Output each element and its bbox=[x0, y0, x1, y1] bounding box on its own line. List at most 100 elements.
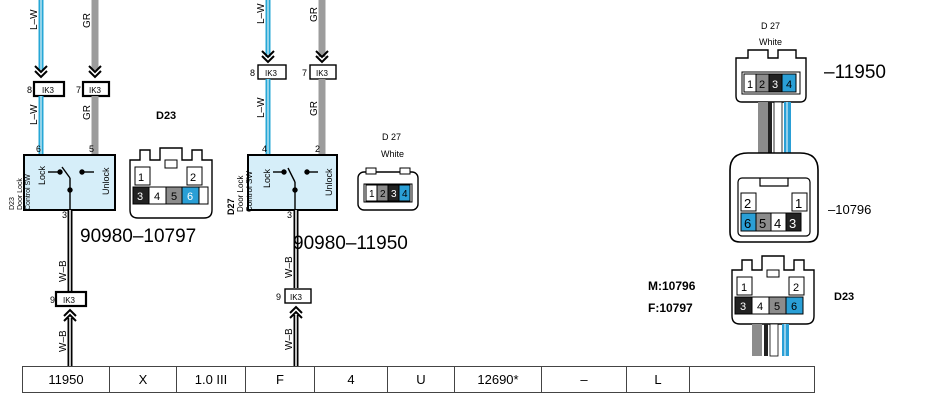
middle-chevron-gr-icon bbox=[315, 50, 329, 64]
left-wire-gr-label2: GR bbox=[82, 105, 93, 120]
middle-wire-gr-label: GR bbox=[309, 7, 320, 22]
middle-wire-wb2: W–B bbox=[284, 328, 295, 350]
left-chevron-lw-icon bbox=[34, 65, 48, 79]
middle-wire-gr-label2: GR bbox=[309, 101, 320, 116]
right-mid-pin4: 4 bbox=[774, 216, 781, 231]
right-wires-upper bbox=[758, 101, 791, 155]
middle-switch-lock: Lock bbox=[262, 168, 272, 188]
right-top-color: White bbox=[759, 37, 782, 47]
table-cell: – bbox=[541, 366, 627, 393]
left-switch-side: D23 Door Lock Control SW bbox=[9, 174, 32, 210]
table-cell: L bbox=[626, 366, 690, 393]
middle-connector-d27 bbox=[357, 167, 419, 211]
middle-ik3-a: IK3 bbox=[265, 69, 278, 78]
right-mid-pin2: 2 bbox=[744, 196, 751, 211]
left-wire-wb2: W–B bbox=[58, 330, 69, 352]
right-mid-pin3: 3 bbox=[789, 216, 796, 231]
table-cell: 12690* bbox=[454, 366, 542, 393]
right-bottom-title: D23 bbox=[834, 291, 854, 303]
left-wire-lw-label: L–W bbox=[29, 9, 40, 30]
right-top-connector bbox=[735, 49, 807, 103]
left-wire-gr-label: GR bbox=[82, 13, 93, 28]
left-pin6: 6 bbox=[36, 144, 41, 154]
right-mid-pin5: 5 bbox=[759, 216, 766, 231]
left-part-number: 90980–10797 bbox=[80, 226, 196, 247]
middle-circuit: L–W GR IK3 8 IK3 7 L–W GR 4 2 Lock Unloc… bbox=[226, 0, 419, 366]
left-pin9: 9 bbox=[50, 295, 55, 305]
middle-pin8: 8 bbox=[250, 68, 255, 78]
right-wires-lower bbox=[752, 323, 789, 357]
middle-pin7: 7 bbox=[302, 68, 307, 78]
middle-conn-pin2: 2 bbox=[380, 189, 386, 200]
left-switch-symbol bbox=[48, 166, 94, 210]
middle-wire-wb: W–B bbox=[284, 256, 295, 278]
right-mid-connector bbox=[729, 152, 819, 243]
middle-part-number: 90980–11950 bbox=[293, 233, 408, 254]
middle-wire-lw-label: L–W bbox=[256, 3, 267, 24]
left-wire-lw-label2: L–W bbox=[29, 104, 40, 125]
left-pin5: 5 bbox=[89, 144, 94, 154]
left-pin3: 3 bbox=[62, 210, 67, 220]
left-conn-pin4: 4 bbox=[154, 191, 160, 203]
left-conn-pin6: 6 bbox=[187, 191, 193, 203]
table-cell: X bbox=[109, 366, 177, 393]
right-f-label: F:10797 bbox=[648, 301, 693, 315]
left-connector-title: D23 bbox=[156, 110, 176, 122]
left-chevron-gr-icon bbox=[88, 65, 102, 79]
middle-connector-color: White bbox=[381, 149, 404, 159]
right-mid-pin1: 1 bbox=[795, 196, 802, 211]
left-pin7: 7 bbox=[76, 85, 81, 95]
left-conn-pin5: 5 bbox=[171, 191, 177, 203]
right-top-pin1: 1 bbox=[747, 79, 753, 91]
middle-switch-side-code: D27 bbox=[226, 198, 236, 215]
left-conn-pin3: 3 bbox=[137, 191, 143, 203]
middle-connector-title: D 27 bbox=[382, 132, 401, 142]
middle-ik3-c: IK3 bbox=[290, 293, 303, 302]
middle-conn-pin3: 3 bbox=[391, 189, 397, 200]
table-row: 11950 X 1.0 III F 4 U 12690* – L bbox=[22, 366, 815, 393]
right-bottom-pin4: 4 bbox=[757, 301, 763, 313]
left-pin8: 8 bbox=[27, 85, 32, 95]
middle-wire-lw-label2: L–W bbox=[256, 97, 267, 118]
middle-pin3: 3 bbox=[287, 210, 292, 220]
middle-chevron-lw-icon bbox=[261, 50, 275, 64]
right-bottom-pin5: 5 bbox=[774, 301, 780, 313]
left-wire-wb: W–B bbox=[58, 260, 69, 282]
middle-ik3-b: IK3 bbox=[316, 69, 329, 78]
left-conn-pin1: 1 bbox=[138, 172, 144, 184]
right-m-label: M:10796 bbox=[648, 279, 696, 293]
middle-chevron-wb-icon bbox=[289, 305, 303, 319]
table-cell: 11950 bbox=[22, 366, 110, 393]
right-mid-pin6: 6 bbox=[744, 216, 751, 231]
right-bottom-connector bbox=[731, 255, 815, 325]
right-assembly: D 27 White 1 2 3 4 –11950 bbox=[648, 21, 886, 357]
right-bottom-pin3: 3 bbox=[740, 301, 746, 313]
left-ik3-c: IK3 bbox=[63, 296, 76, 305]
right-top-pin3: 3 bbox=[772, 79, 778, 91]
left-switch-lock: Lock bbox=[37, 165, 47, 185]
right-top-part: –11950 bbox=[824, 62, 886, 83]
middle-switch-symbol bbox=[273, 167, 318, 210]
right-bottom-pin2: 2 bbox=[793, 282, 799, 294]
table-cell: 4 bbox=[314, 366, 388, 393]
middle-switch-side: Door Lock Control SW bbox=[236, 171, 254, 212]
table-cell: 1.0 III bbox=[176, 366, 246, 393]
left-conn-pin2: 2 bbox=[190, 172, 196, 184]
middle-conn-pin1: 1 bbox=[369, 189, 375, 200]
left-chevron-wb-icon bbox=[63, 308, 77, 322]
middle-switch-unlock: Unlock bbox=[324, 168, 334, 196]
middle-pin9: 9 bbox=[276, 292, 281, 302]
right-mid-part: –10796 bbox=[828, 202, 871, 217]
left-connector-d23 bbox=[129, 147, 213, 219]
table-cell: F bbox=[245, 366, 315, 393]
middle-pin4: 4 bbox=[262, 144, 267, 154]
right-top-title: D 27 bbox=[761, 21, 780, 31]
table-cell bbox=[689, 366, 815, 393]
right-top-pin2: 2 bbox=[759, 79, 765, 91]
middle-pin2: 2 bbox=[315, 144, 320, 154]
right-top-pin4: 4 bbox=[786, 79, 792, 91]
right-bottom-pin6: 6 bbox=[791, 301, 797, 313]
left-switch-unlock: Unlock bbox=[101, 167, 111, 195]
spec-table: 11950 X 1.0 III F 4 U 12690* – L bbox=[22, 366, 815, 393]
middle-conn-pin4: 4 bbox=[402, 189, 408, 200]
